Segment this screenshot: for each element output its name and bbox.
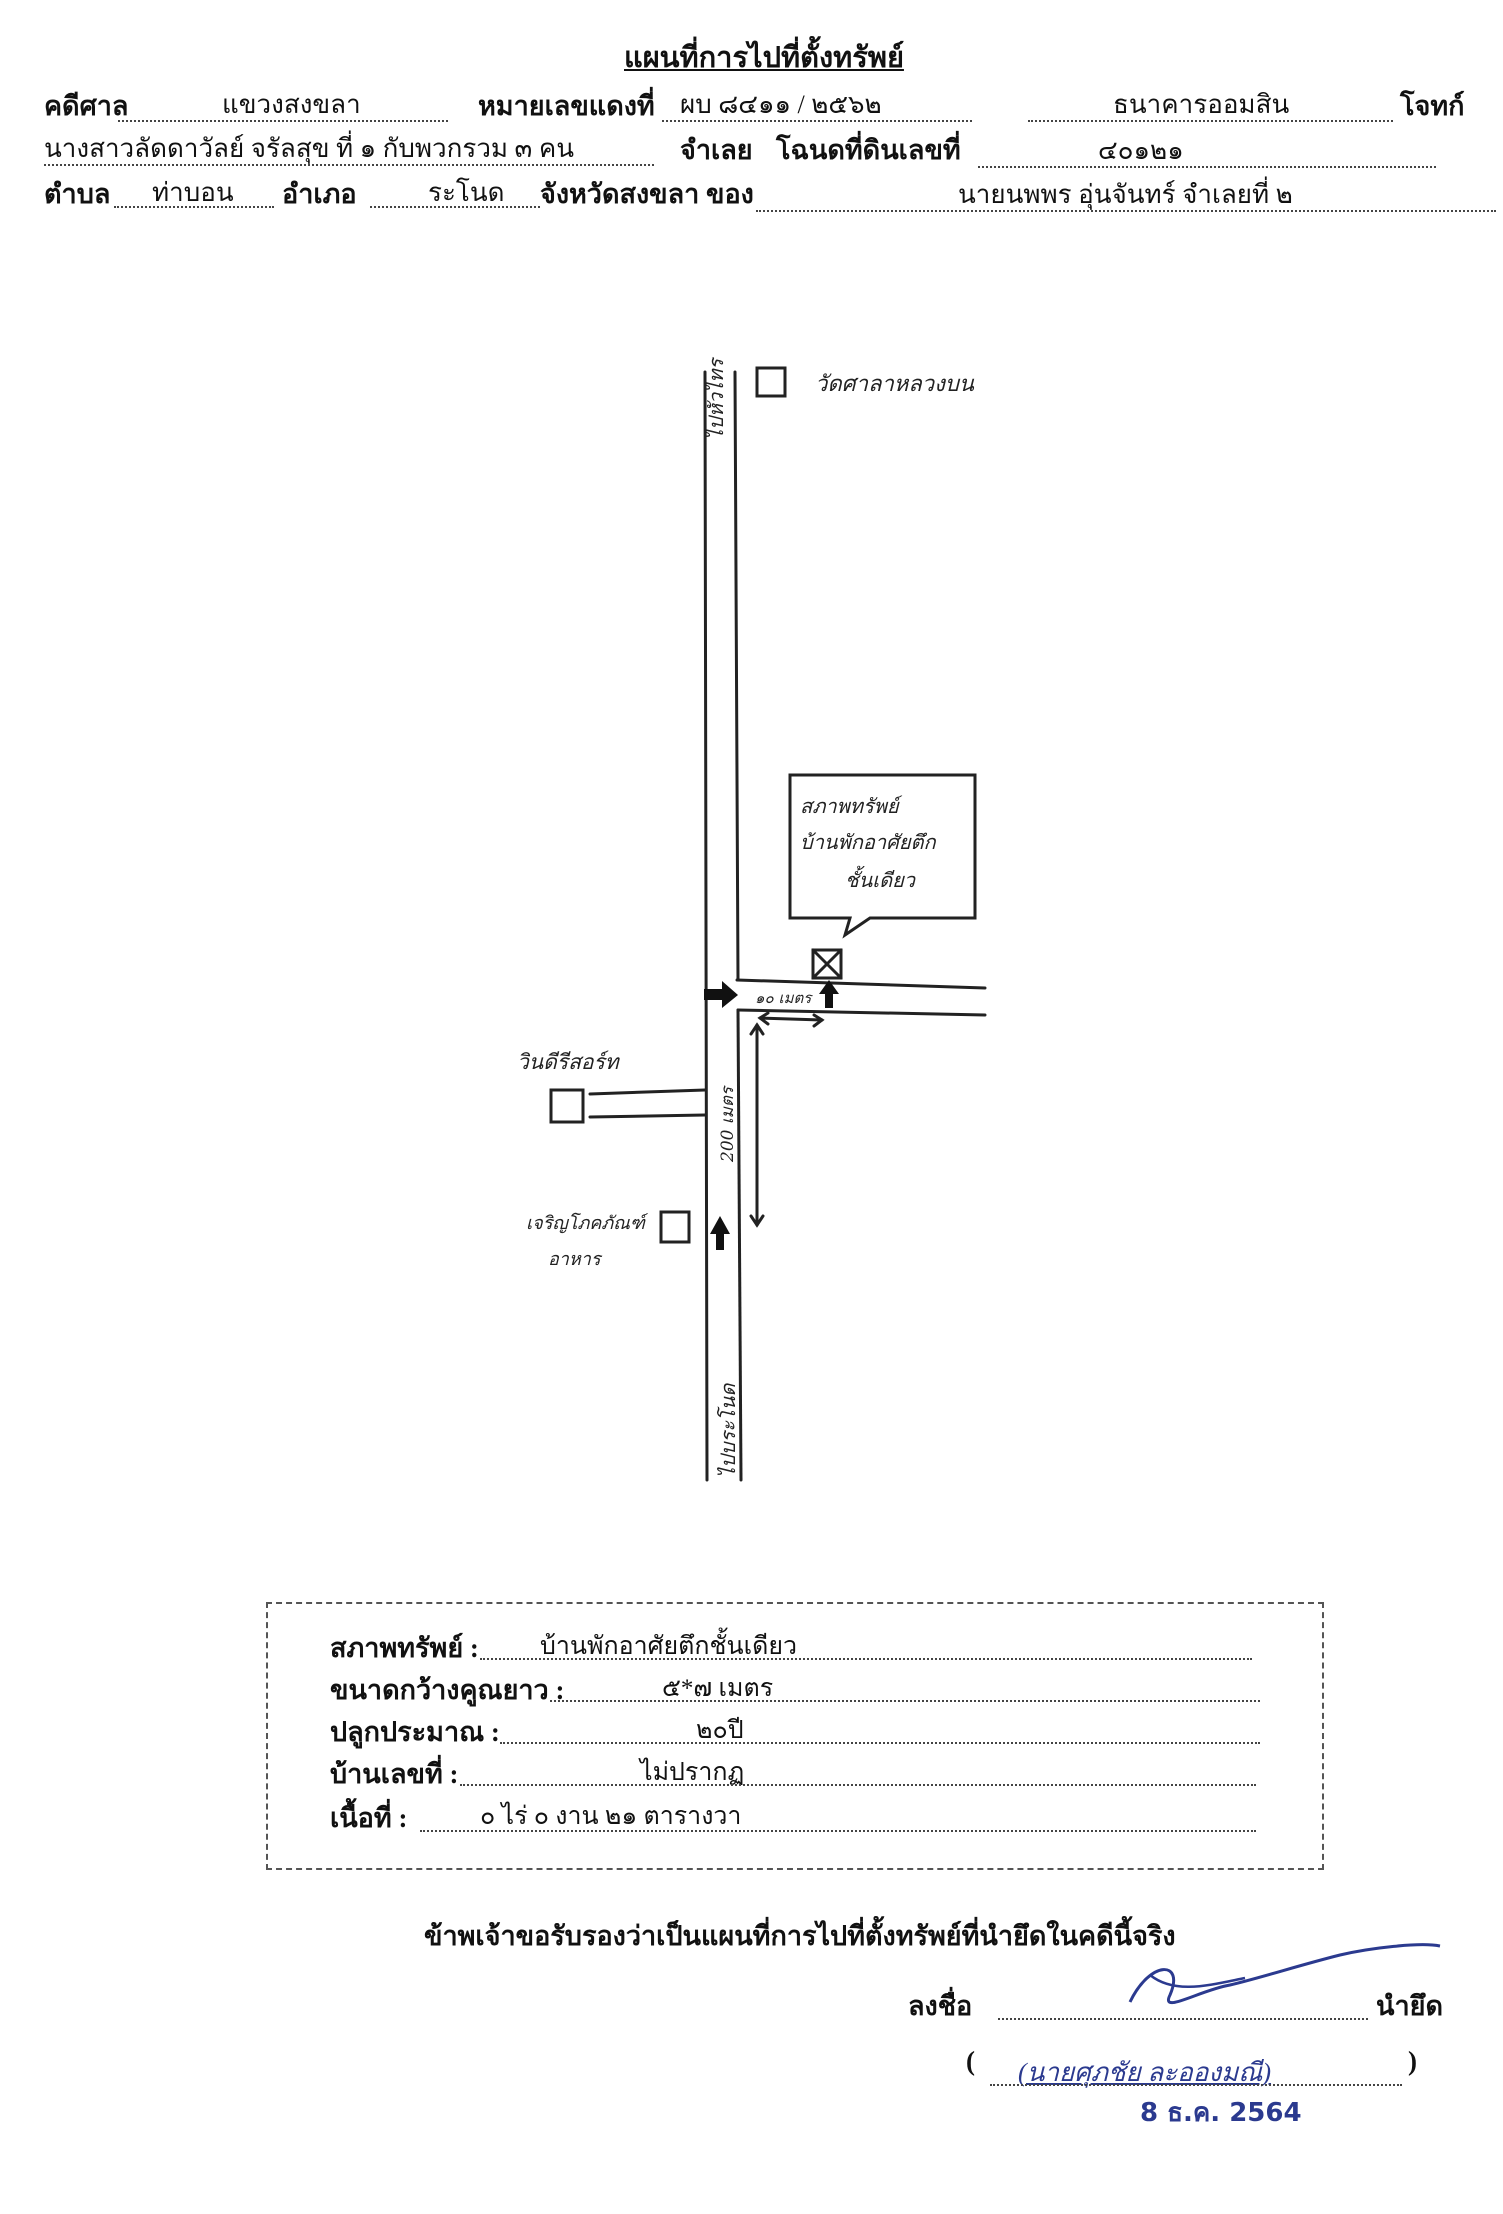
printed-name: (นายศุภชัย ละอองมณี) (1018, 2058, 1272, 2087)
case-number-dotline (662, 120, 972, 122)
role-label: นำยึด (1376, 1991, 1443, 2021)
court-dotline (118, 120, 448, 122)
temple-label: วัดศาลาหลวงบน (815, 372, 974, 397)
date-stamp: 8 ธ.ค. 2564 (1140, 2098, 1302, 2128)
side-road-top-edge (735, 978, 987, 990)
defendant-dotline (44, 164, 654, 166)
case-number-value: ผบ ๘๔๑๑ / ๒๕๖๒ (680, 90, 882, 119)
page-title: แผนที่การไปที่ตั้งทรัพย์ (624, 42, 904, 74)
callout-line-1: สภาพทรัพย์ (800, 794, 899, 818)
house-number-dotline (460, 1784, 1256, 1786)
resort-road-bottom-edge (588, 1113, 707, 1119)
size-label: ขนาดกว้างคูณยาว : (330, 1675, 565, 1705)
resort-label: วินดีรีสอร์ท (517, 1050, 619, 1074)
province-label: จังหวัดสงขลา (540, 179, 700, 209)
restaurant-label-line-1: เจริญโภคภัณฑ์ (526, 1213, 645, 1234)
case-number-label: หมายเลขแดงที่ (478, 91, 655, 121)
restaurant-label-line-2: อาหาร (548, 1249, 601, 1270)
open-paren: ( (966, 2046, 975, 2076)
subdistrict-label: ตำบล (44, 179, 111, 209)
close-paren: ) (1408, 2046, 1417, 2076)
property-marker (811, 948, 843, 980)
deed-dotline (978, 166, 1436, 168)
age-value: ๒๐ปี (696, 1717, 744, 1744)
subdistrict-dotline (114, 206, 274, 208)
court-label: คดีศาล (44, 91, 129, 121)
age-dotline (500, 1742, 1260, 1744)
printed-name-dotline (990, 2084, 1402, 2086)
defendant-value: นางสาวลัดดาวัลย์ จรัลสุข ที่ ๑ กับพวกรวม… (44, 134, 574, 163)
condition-label: สภาพทรัพย์ : (330, 1633, 479, 1663)
age-label: ปลูกประมาณ : (330, 1717, 500, 1747)
resort-marker (549, 1088, 585, 1124)
distance-side-label: ๑๐ เมตร (755, 989, 812, 1007)
callout-line-3: ชั้นเดียว (845, 868, 916, 892)
direction-arrow-north (710, 1216, 730, 1250)
callout-line-2: บ้านพักอาศัยตึก (800, 830, 936, 854)
deed-label: โฉนดที่ดินเลขที่ (776, 135, 961, 165)
owner-label: ของ (706, 179, 754, 209)
temple-marker (755, 366, 787, 398)
court-value: แขวงสงขลา (222, 90, 361, 119)
house-number-label: บ้านเลขที่ : (330, 1759, 459, 1789)
side-road-bottom-edge (736, 1008, 987, 1017)
main-road-right-edge (733, 370, 740, 982)
plaintiff-label: โจทก์ (1400, 91, 1465, 121)
resort-road-top-edge (588, 1088, 707, 1096)
district-dotline (370, 206, 540, 208)
defendant-label: จำเลย (680, 135, 753, 165)
district-value: ระโนด (428, 178, 505, 207)
house-number-value: ไม่ปรากฏ (640, 1759, 745, 1786)
area-value: ๐ ไร่ ๐ งาน ๒๑ ตารางวา (480, 1803, 742, 1830)
area-dotline (420, 1830, 1256, 1832)
property-info-box (266, 1602, 1324, 1870)
certification-statement: ข้าพเจ้าขอรับรองว่าเป็นแผนที่การไปที่ตั้… (424, 1921, 1176, 1951)
owner-value: นายนพพร อุ่นจันทร์ จำเลยที่ ๒ (958, 180, 1293, 209)
signature-dotline (998, 2018, 1368, 2020)
size-dotline (550, 1700, 1260, 1702)
direction-arrow-property (819, 980, 839, 1008)
district-label: อำเภอ (282, 179, 357, 209)
restaurant-marker (659, 1210, 691, 1244)
owner-dotline (756, 210, 1496, 212)
property-callout-bubble (788, 773, 977, 939)
direction-arrow-turn (704, 981, 738, 1008)
size-value: ๕*๗ เมตร (662, 1675, 774, 1702)
plaintiff-value: ธนาคารออมสิน (1113, 90, 1290, 119)
distance-arrow-side (758, 1016, 824, 1022)
condition-dotline (480, 1658, 1252, 1660)
condition-value: บ้านพักอาศัยตึกชั้นเดียว (540, 1633, 798, 1660)
subdistrict-value: ท่าบอน (152, 178, 234, 207)
area-label: เนื้อที่ : (330, 1803, 408, 1833)
plaintiff-dotline (1028, 120, 1393, 122)
deed-value: ๔๐๑๒๑ (1098, 136, 1184, 165)
signature-label: ลงชื่อ (908, 1991, 973, 2021)
main-road-left-edge (703, 370, 709, 1482)
